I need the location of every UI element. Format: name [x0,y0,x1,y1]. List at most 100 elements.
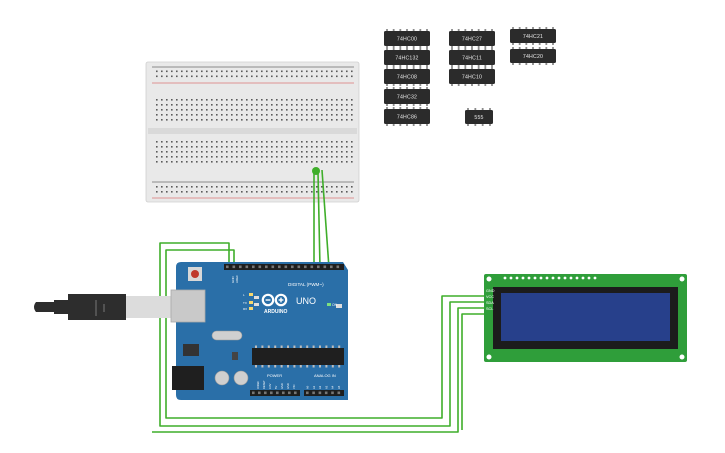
header-pin[interactable] [304,265,307,269]
breadboard-hole[interactable] [211,114,213,116]
lcd-pin[interactable] [527,276,531,280]
breadboard-hole[interactable] [331,104,333,106]
breadboard-hole[interactable] [326,119,328,121]
breadboard-hole[interactable] [286,151,288,153]
breadboard-hole[interactable] [256,141,258,143]
breadboard-hole[interactable] [326,104,328,106]
breadboard-hole[interactable] [326,146,328,148]
breadboard-hole[interactable] [351,141,353,143]
breadboard-hole[interactable] [311,156,313,158]
breadboard-hole[interactable] [261,109,263,111]
breadboard-hole[interactable] [321,156,323,158]
breadboard-hole[interactable] [201,156,203,158]
breadboard-hole[interactable] [196,156,198,158]
breadboard-hole[interactable] [296,119,298,121]
breadboard-hole[interactable] [351,151,353,153]
chip-74hc27[interactable]: 74HC27 [449,31,495,46]
breadboard-hole[interactable] [301,99,303,101]
lcd-pin[interactable] [539,276,543,280]
breadboard-hole[interactable] [216,99,218,101]
breadboard-hole[interactable] [321,141,323,143]
header-pin[interactable] [312,391,315,395]
breadboard-hole[interactable] [206,109,208,111]
breadboard-hole[interactable] [311,114,313,116]
breadboard-hole[interactable] [311,191,313,193]
breadboard-hole[interactable] [196,191,198,193]
breadboard-hole[interactable] [171,161,173,163]
breadboard-hole[interactable] [246,151,248,153]
breadboard-hole[interactable] [246,191,248,193]
breadboard-hole[interactable] [226,161,228,163]
breadboard-hole[interactable] [176,156,178,158]
breadboard-hole[interactable] [176,141,178,143]
breadboard-hole[interactable] [256,146,258,148]
breadboard-hole[interactable] [276,104,278,106]
breadboard-hole[interactable] [171,109,173,111]
breadboard-hole[interactable] [186,119,188,121]
breadboard-hole[interactable] [211,151,213,153]
breadboard-hole[interactable] [281,109,283,111]
breadboard-hole[interactable] [341,191,343,193]
breadboard-hole[interactable] [281,119,283,121]
breadboard-hole[interactable] [166,114,168,116]
header-pin[interactable] [270,391,273,395]
breadboard-hole[interactable] [321,104,323,106]
breadboard-hole[interactable] [196,109,198,111]
breadboard-hole[interactable] [301,156,303,158]
breadboard-hole[interactable] [306,191,308,193]
breadboard-hole[interactable] [226,186,228,188]
breadboard-hole[interactable] [341,119,343,121]
breadboard-hole[interactable] [331,75,333,78]
breadboard-hole[interactable] [336,156,338,158]
breadboard-hole[interactable] [156,70,158,73]
breadboard-hole[interactable] [161,151,163,153]
breadboard-hole[interactable] [191,75,193,78]
breadboard-hole[interactable] [206,191,208,193]
breadboard-hole[interactable] [316,146,318,148]
breadboard-hole[interactable] [216,70,218,73]
breadboard-hole[interactable] [281,70,283,73]
breadboard-hole[interactable] [256,104,258,106]
breadboard-hole[interactable] [276,119,278,121]
lcd-pin[interactable] [503,276,507,280]
breadboard-hole[interactable] [171,99,173,101]
breadboard-hole[interactable] [301,119,303,121]
breadboard-hole[interactable] [301,161,303,163]
breadboard-hole[interactable] [216,156,218,158]
breadboard-hole[interactable] [346,156,348,158]
breadboard-hole[interactable] [291,191,293,193]
breadboard-hole[interactable] [346,75,348,78]
breadboard-hole[interactable] [296,75,298,78]
lcd-pin[interactable] [581,276,585,280]
header-pin[interactable] [265,265,268,269]
breadboard-hole[interactable] [351,70,353,73]
breadboard-hole[interactable] [281,104,283,106]
breadboard-hole[interactable] [161,75,163,78]
header-pin[interactable] [239,265,242,269]
breadboard-hole[interactable] [156,75,158,78]
breadboard-hole[interactable] [311,151,313,153]
breadboard-hole[interactable] [261,104,263,106]
header-pin[interactable] [330,265,333,269]
breadboard-hole[interactable] [231,119,233,121]
breadboard-hole[interactable] [316,161,318,163]
breadboard-hole[interactable] [166,75,168,78]
breadboard-hole[interactable] [316,114,318,116]
breadboard-hole[interactable] [226,104,228,106]
breadboard-hole[interactable] [266,156,268,158]
breadboard-hole[interactable] [156,141,158,143]
breadboard-hole[interactable] [281,191,283,193]
breadboard-hole[interactable] [221,99,223,101]
breadboard-hole[interactable] [191,119,193,121]
breadboard-hole[interactable] [331,119,333,121]
breadboard-hole[interactable] [341,186,343,188]
breadboard-hole[interactable] [351,161,353,163]
breadboard-hole[interactable] [211,141,213,143]
breadboard-hole[interactable] [276,75,278,78]
breadboard-hole[interactable] [221,186,223,188]
breadboard-hole[interactable] [236,99,238,101]
breadboard-hole[interactable] [321,119,323,121]
breadboard-hole[interactable] [216,191,218,193]
breadboard-hole[interactable] [321,146,323,148]
breadboard-hole[interactable] [211,156,213,158]
